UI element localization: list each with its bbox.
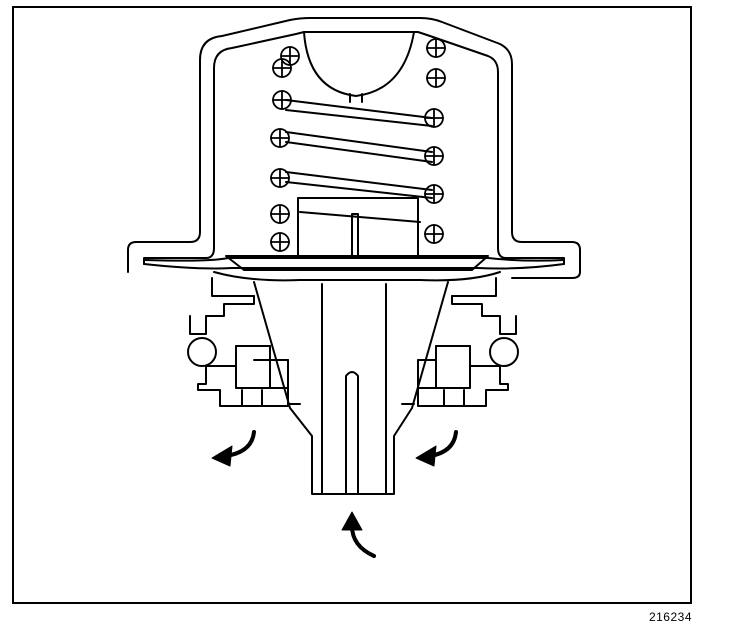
valve-cone: [253, 281, 449, 495]
arrow-left-head-icon: [211, 445, 233, 467]
left-seal-assembly: [187, 295, 289, 407]
right-seal-assembly: [417, 295, 519, 407]
arrow-right-head-icon: [415, 445, 437, 467]
figure-frame: [12, 6, 692, 604]
stem-tube: [321, 283, 387, 495]
saddle-notch: [349, 93, 363, 103]
stem-slot: [345, 371, 359, 495]
spring-housing-outer: [127, 17, 581, 279]
housing-saddle: [303, 31, 415, 97]
housing-wall-right: [451, 277, 497, 297]
diaphragm-curve: [213, 271, 501, 282]
spring-wire-sections: [270, 38, 446, 252]
piston-pin: [351, 213, 359, 257]
flange-plate: [143, 263, 565, 270]
piston-block: [297, 197, 419, 257]
spring-housing-inner: [143, 31, 565, 265]
figure-id-label: 216234: [648, 610, 692, 624]
valve-disc: [225, 255, 489, 271]
spring-coil: [285, 99, 433, 223]
flow-arrows: [211, 430, 458, 558]
arrow-bottom-head-icon: [341, 511, 363, 531]
housing-wall-left: [211, 277, 255, 297]
